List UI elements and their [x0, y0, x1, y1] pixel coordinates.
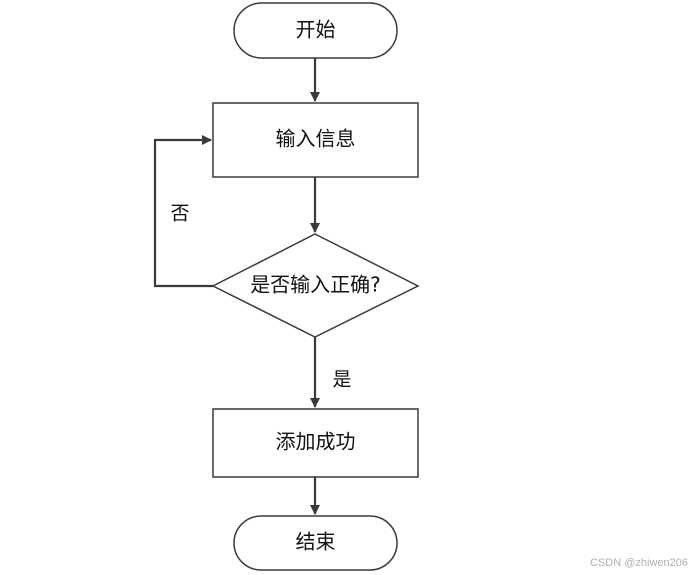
start-node-label: 开始	[296, 18, 336, 42]
input-node: 输入信息	[212, 102, 419, 178]
watermark: CSDN @zhiwen206	[590, 557, 688, 569]
end-node: 结束	[233, 515, 398, 571]
start-node: 开始	[233, 2, 398, 59]
success-node-label: 添加成功	[276, 430, 356, 454]
success-node: 添加成功	[212, 408, 419, 478]
edge-no-loop	[153, 135, 213, 288]
check-node: 是否输入正确?	[211, 233, 420, 338]
input-node-label: 输入信息	[276, 127, 356, 151]
yes-edge-label: 是	[332, 369, 351, 391]
end-node-label: 结束	[296, 530, 336, 554]
no-edge-label: 否	[170, 203, 189, 225]
check-node-label: 是否输入正确?	[250, 273, 381, 297]
